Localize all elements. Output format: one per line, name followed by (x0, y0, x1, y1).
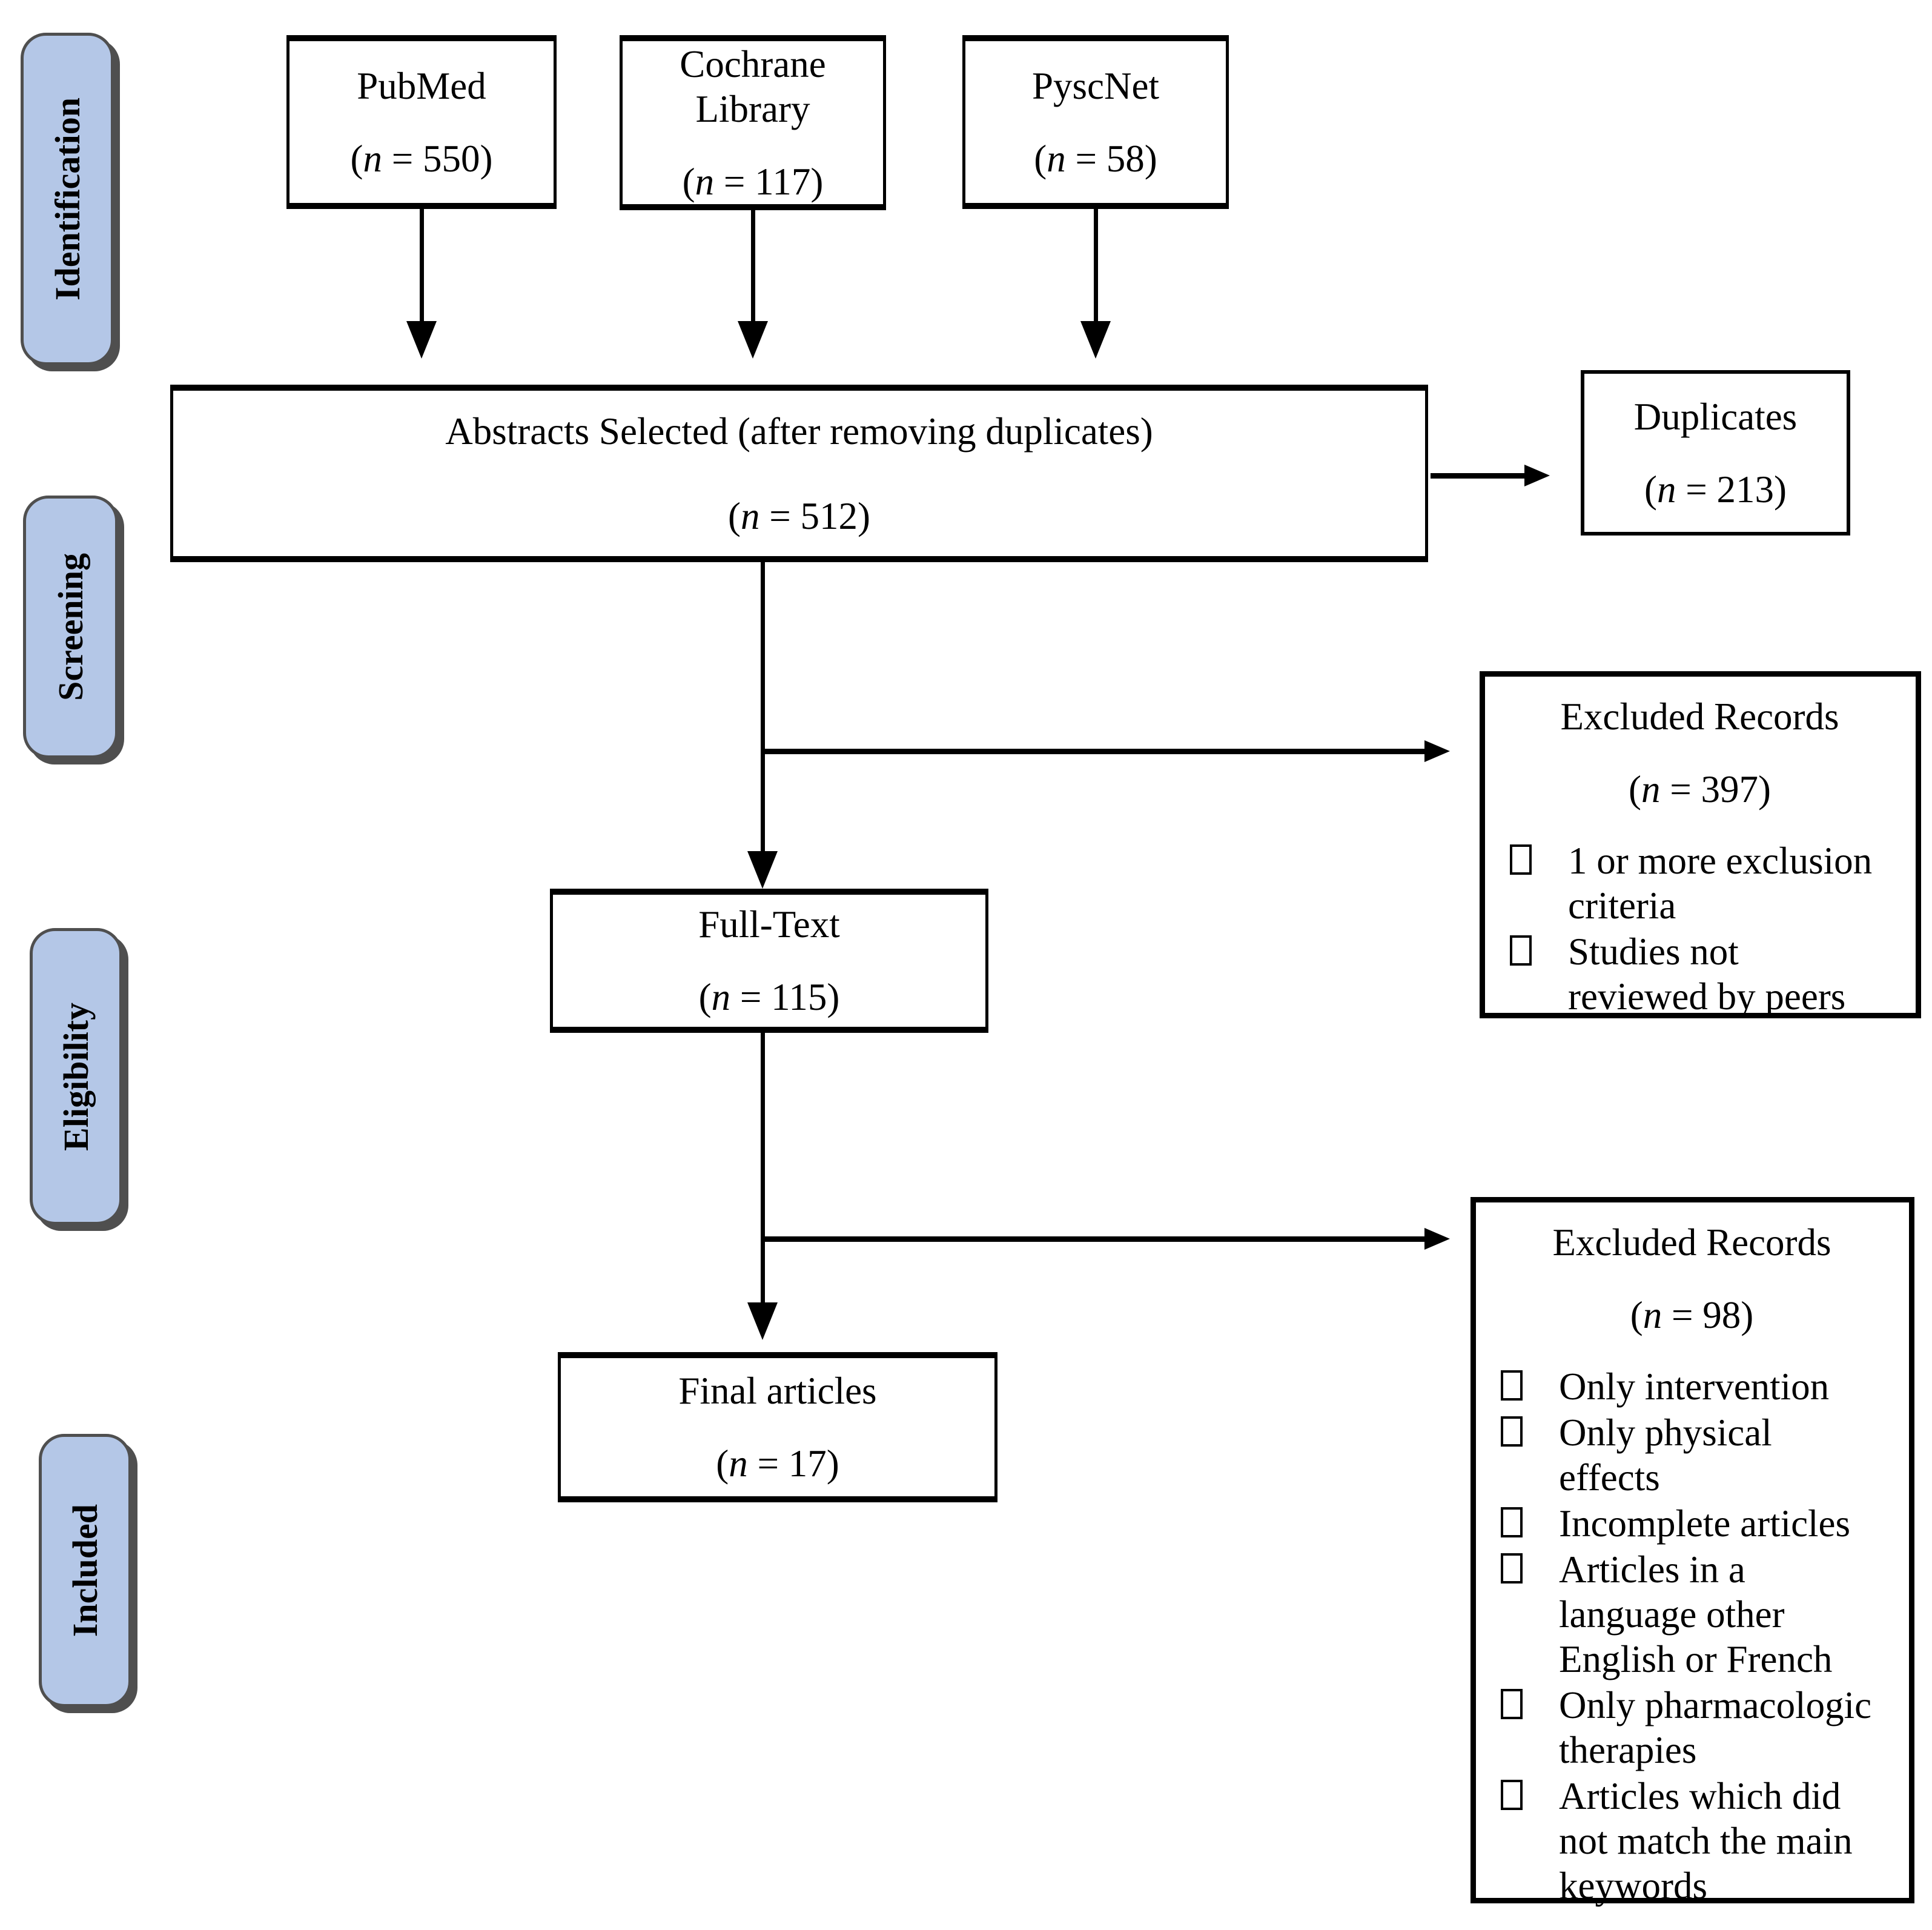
arrowhead-right-icon (1524, 465, 1550, 486)
arrow-shaft (1431, 473, 1524, 479)
excluded-reason-text: Articles which did not match the main ke… (1559, 1775, 1853, 1907)
stage-label-text: Eligibility (56, 1002, 96, 1151)
full-text-title: Full-Text (698, 903, 840, 946)
stage-label-included: Included (39, 1434, 131, 1707)
final-articles-count: (n = 17) (716, 1442, 839, 1485)
excluded-reason-item: Studies not reviewed by peers (1510, 929, 1890, 1019)
arrow-shaft (761, 1032, 765, 1302)
source-box-cochrane-library: Cochrane Library (n = 117) (620, 35, 886, 210)
source-count: (n = 550) (350, 137, 493, 180)
excluded-reason-text: Articles in a language other English or … (1559, 1548, 1833, 1680)
arrowhead-down-icon (406, 321, 437, 359)
excluded-reason-item: 1 or more exclusion criteria (1510, 838, 1890, 928)
arrowhead-right-icon (1424, 1228, 1450, 1250)
abstracts-box: Abstracts Selected (after removing dupli… (170, 385, 1428, 562)
excluded-title: Excluded Records (1560, 695, 1839, 738)
excluded-reason-text: 1 or more exclusion criteria (1568, 840, 1873, 927)
checkbox-bullet-icon (1501, 1370, 1523, 1401)
checkbox-bullet-icon (1510, 935, 1532, 966)
duplicates-title: Duplicates (1633, 395, 1798, 438)
arrowhead-down-icon (738, 321, 768, 359)
final-articles-box: Final articles (n = 17) (558, 1352, 997, 1502)
checkbox-bullet-icon (1510, 844, 1532, 875)
source-box-pyscnet: PyscNet (n = 58) (962, 35, 1229, 209)
source-name: Cochrane Library (680, 42, 826, 130)
arrowhead-down-icon (747, 851, 778, 889)
excluded-count: (n = 98) (1630, 1294, 1754, 1336)
checkbox-bullet-icon (1501, 1780, 1523, 1810)
excluded-reason-text: Incomplete articles (1559, 1502, 1851, 1545)
stage-label-screening: Screening (23, 496, 118, 758)
arrow-shaft (761, 562, 765, 851)
arrow-shaft (751, 210, 755, 321)
abstracts-count: (n = 512) (728, 494, 870, 537)
checkbox-bullet-icon (1501, 1553, 1523, 1583)
source-count: (n = 58) (1034, 137, 1157, 180)
duplicates-box: Duplicates (n = 213) (1581, 370, 1850, 536)
stage-label-identification: Identification (21, 33, 114, 365)
arrow-shaft (420, 209, 424, 321)
stage-label-eligibility: Eligibility (30, 928, 122, 1225)
excluded-reason-item: Articles which did not match the main ke… (1501, 1774, 1883, 1908)
full-text-box: Full-Text (n = 115) (550, 889, 988, 1033)
arrow-shaft (763, 1236, 1424, 1242)
excluded-reason-text: Only physical effects (1559, 1411, 1772, 1499)
excluded-reason-item: Only intervention (1501, 1364, 1883, 1409)
excluded-reason-text: Studies not reviewed by peers (1568, 930, 1846, 1018)
excluded-reason-item: Articles in a language other English or … (1501, 1547, 1883, 1682)
stage-label-text: Identification (47, 97, 87, 301)
abstracts-title: Abstracts Selected (after removing dupli… (445, 410, 1153, 453)
checkbox-bullet-icon (1501, 1689, 1523, 1719)
excluded-reason-item: Incomplete articles (1501, 1501, 1883, 1546)
excluded-title: Excluded Records (1552, 1221, 1831, 1264)
arrow-shaft (1094, 209, 1098, 321)
final-articles-title: Final articles (678, 1370, 877, 1412)
arrow-shaft (763, 749, 1424, 754)
excluded-reasons-list: 1 or more exclusion criteria Studies not… (1510, 838, 1890, 1019)
duplicates-count: (n = 213) (1644, 468, 1787, 511)
excluded-records-screening-panel: Excluded Records (n = 397) 1 or more exc… (1480, 671, 1921, 1018)
stage-label-text: Included (65, 1504, 105, 1637)
stage-label-text: Screening (51, 553, 90, 701)
excluded-reason-text: Only intervention (1559, 1365, 1830, 1408)
checkbox-bullet-icon (1501, 1416, 1523, 1447)
arrowhead-down-icon (747, 1302, 778, 1340)
arrowhead-down-icon (1080, 321, 1111, 359)
source-name: PyscNet (1032, 64, 1159, 107)
excluded-reason-item: Only pharmacologic therapies (1501, 1683, 1883, 1772)
excluded-reason-item: Only physical effects (1501, 1410, 1883, 1500)
source-count: (n = 117) (682, 160, 824, 203)
checkbox-bullet-icon (1501, 1507, 1523, 1537)
source-name: PubMed (357, 64, 486, 107)
source-box-pubmed: PubMed (n = 550) (286, 35, 557, 209)
excluded-count: (n = 397) (1629, 768, 1771, 811)
excluded-reasons-list: Only intervention Only physical effects … (1501, 1364, 1883, 1908)
excluded-reason-text: Only pharmacologic therapies (1559, 1684, 1872, 1771)
arrowhead-right-icon (1424, 740, 1450, 762)
excluded-records-eligibility-panel: Excluded Records (n = 98) Only intervent… (1471, 1197, 1914, 1907)
full-text-count: (n = 115) (698, 976, 840, 1018)
